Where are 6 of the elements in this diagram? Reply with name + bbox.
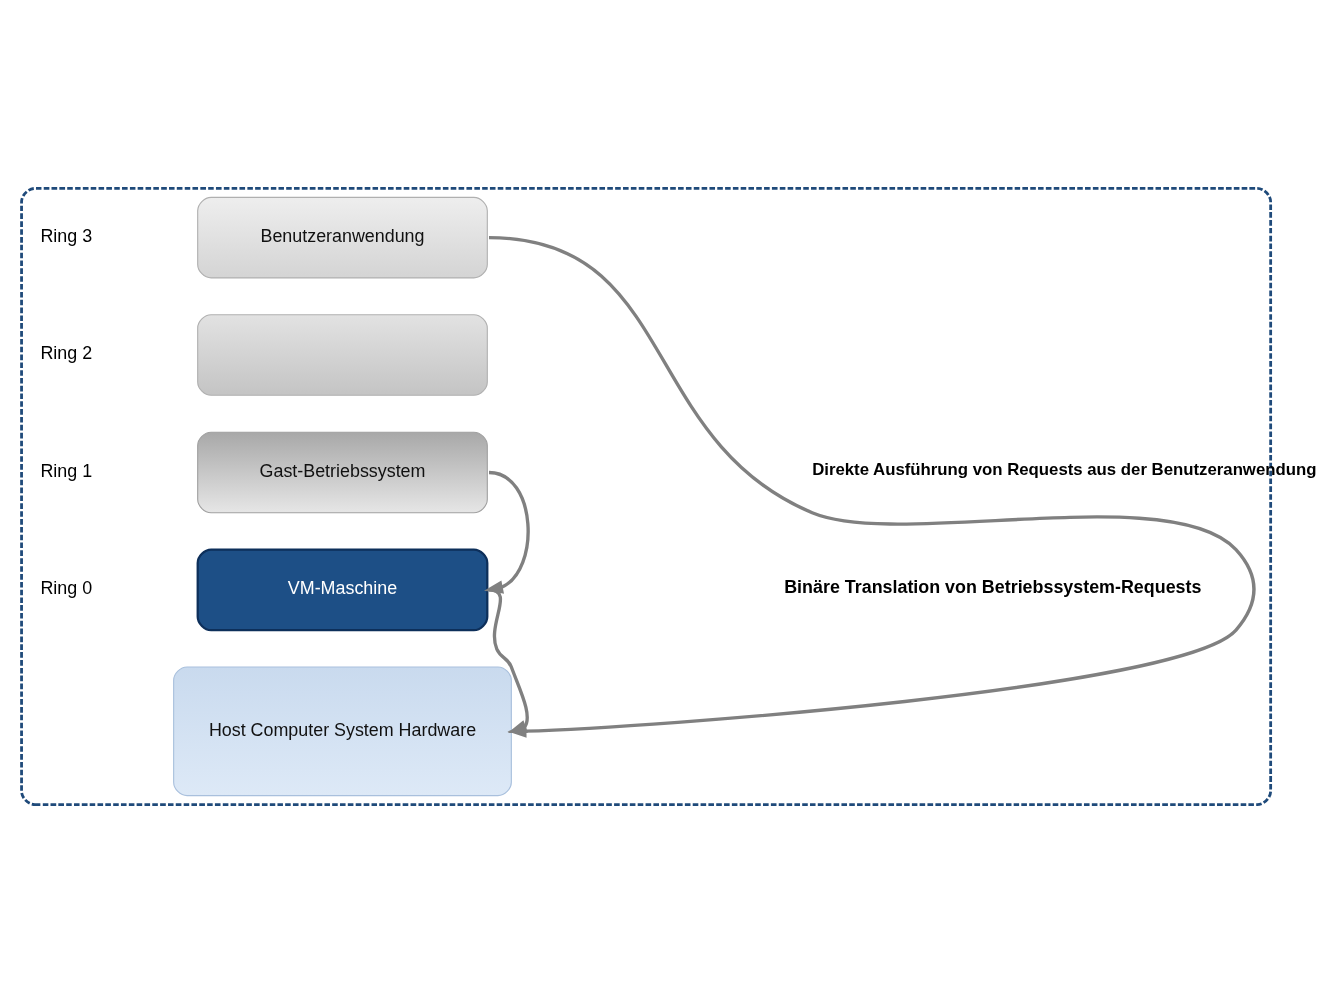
label: Ring 0 — [40, 578, 93, 599]
label: Binäre Translation von Betriebssystem-Requests — [784, 577, 1202, 598]
label: Ring 3 — [40, 225, 93, 246]
edge-label: Direkte Ausführung von Requests aus der Benutzeranwendung — [812, 460, 1317, 480]
label: Ring 1 — [40, 460, 93, 481]
label: Ring 2 — [40, 343, 93, 364]
